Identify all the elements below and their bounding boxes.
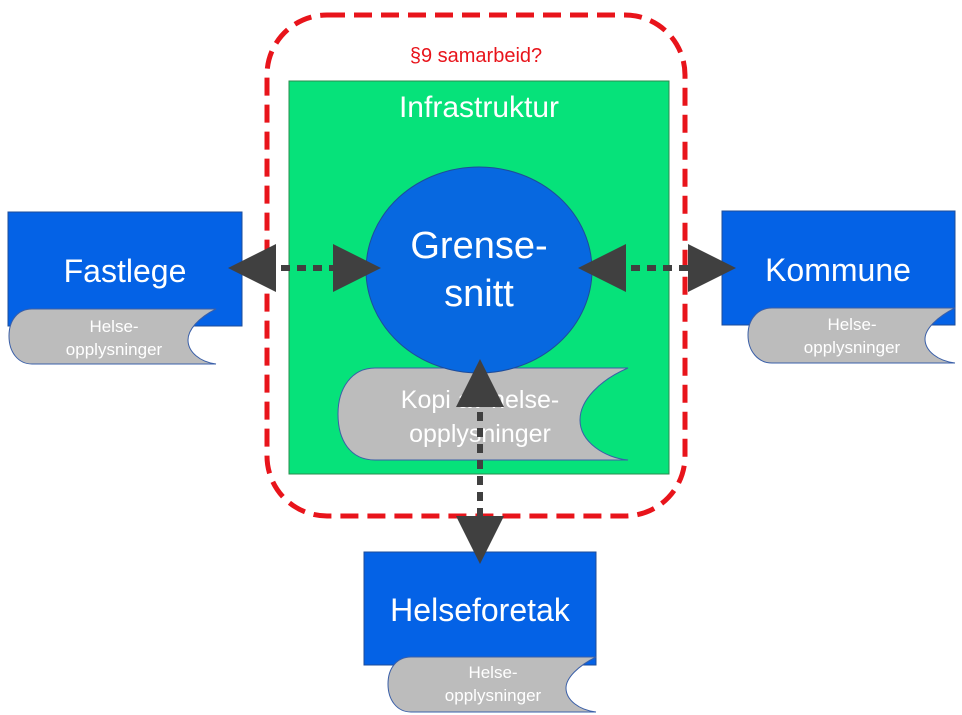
kommune-node: Kommune Helse- opplysninger: [721, 210, 956, 364]
kommune-title: Kommune: [765, 252, 911, 288]
helseforetak-box: [363, 551, 597, 666]
collaboration-label: §9 samarbeid?: [410, 45, 542, 67]
fastlege-title: Fastlege: [64, 253, 187, 289]
interface-line2: snitt: [444, 273, 514, 315]
fastlege-node: Fastlege Helse- opplysninger: [7, 211, 243, 365]
kommune-document-line1: Helse-: [827, 315, 876, 334]
helseforetak-document-line1: Helse-: [468, 663, 517, 682]
fastlege-document-line2: opplysninger: [66, 340, 163, 359]
kommune-document-line2: opplysninger: [804, 338, 901, 357]
helseforetak-document: [387, 656, 597, 713]
fastlege-document-line1: Helse-: [89, 317, 138, 336]
fastlege-document: [8, 308, 217, 365]
interface-line1: Grense-: [410, 225, 547, 267]
helseforetak-node: Helseforetak Helse- opplysninger: [363, 551, 597, 713]
kommune-document: [747, 307, 956, 364]
infrastructure-label: Infrastruktur: [399, 91, 559, 124]
kommune-box: [721, 210, 956, 326]
helseforetak-document-line2: opplysninger: [445, 686, 542, 705]
helseforetak-title: Helseforetak: [390, 592, 571, 628]
interface-circle: [365, 166, 593, 374]
